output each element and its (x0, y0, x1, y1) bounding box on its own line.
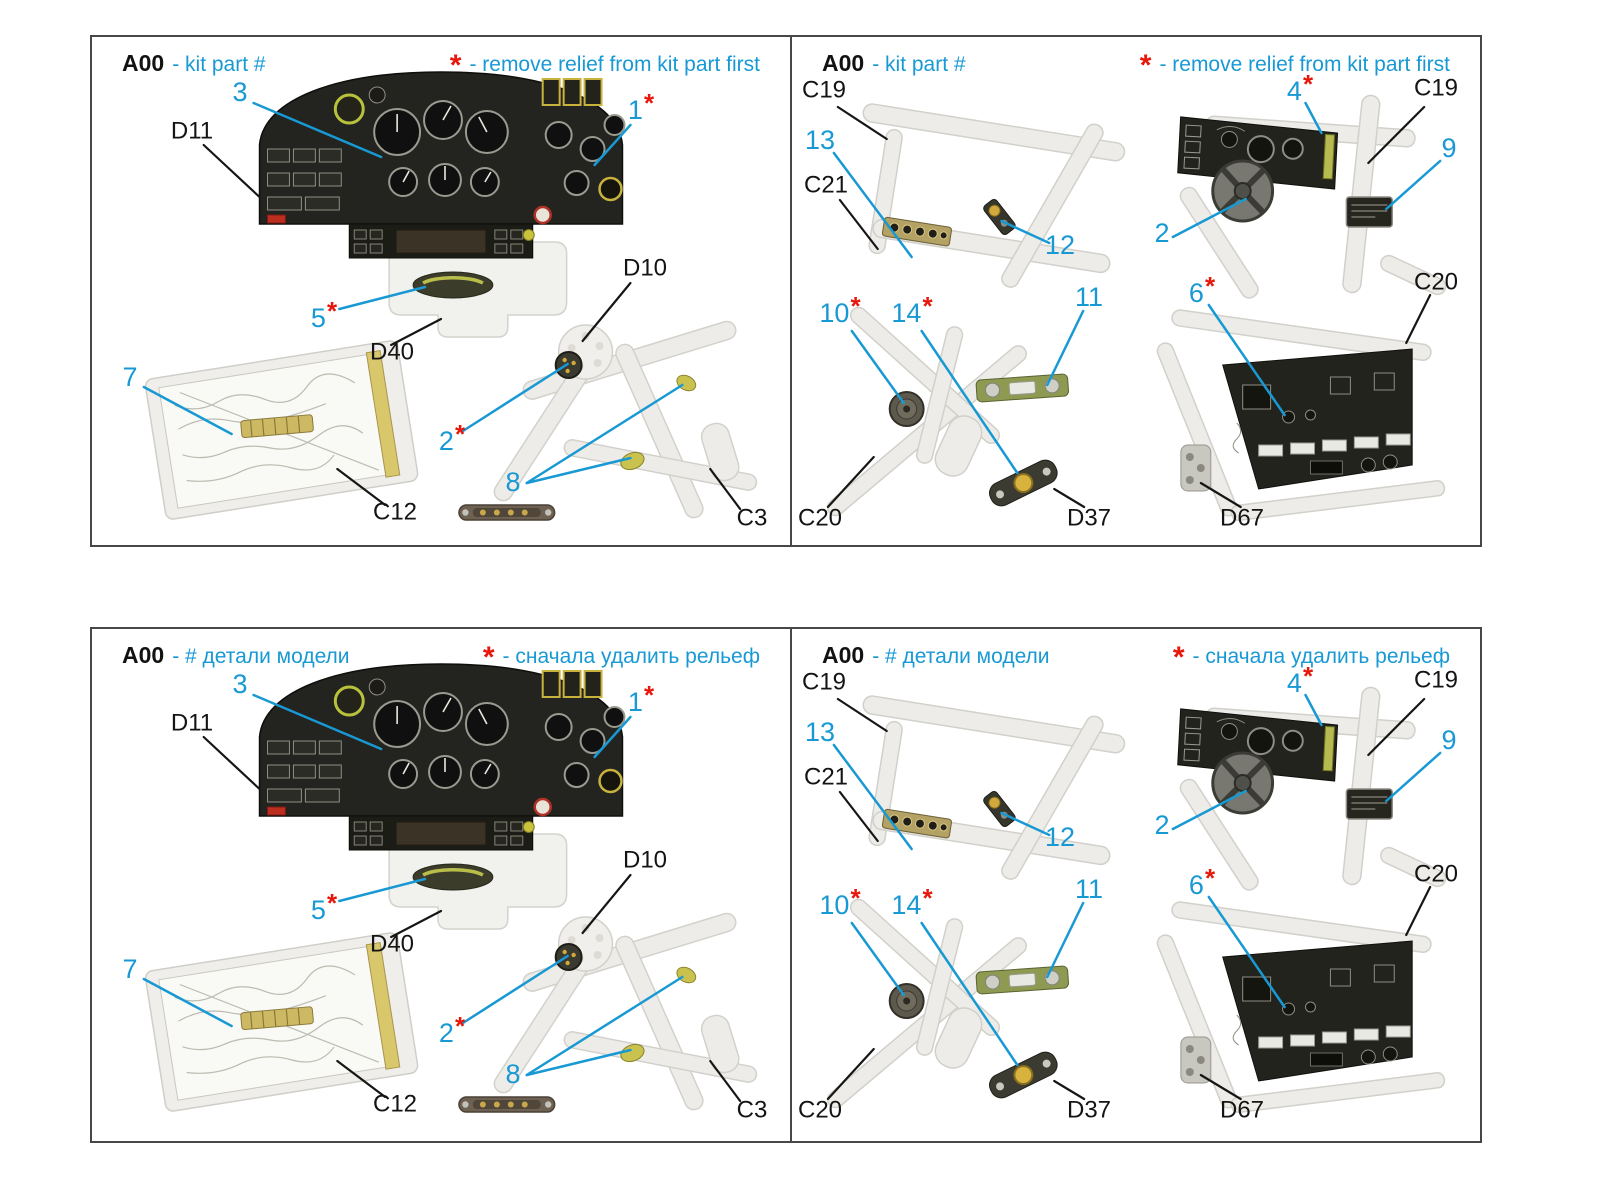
kit-part-legend: A00 - # детали модели (122, 642, 350, 669)
panel-sprues-russian: A00 - # детали модели * - сначала удалит… (792, 629, 1480, 1141)
asterisk-note: - remove relief from kit part first (469, 53, 760, 76)
kit-part-legend: A00 - kit part # (122, 50, 266, 77)
part-ref-note: - # детали модели (872, 645, 1050, 668)
asterisk-note: - сначала удалить рельеф (1192, 645, 1450, 668)
asterisk-icon: * (1139, 49, 1152, 82)
part-ref: A00 (122, 50, 165, 76)
instruction-row-english: A00 - kit part # * - remove relief from … (90, 35, 1482, 547)
asterisk-icon: * (1172, 641, 1185, 674)
asterisk-icon: * (449, 49, 462, 82)
asterisk-note: - сначала удалить рельеф (502, 645, 760, 668)
asterisk-legend: * - сначала удалить рельеф (482, 641, 760, 674)
asterisk-legend: * - сначала удалить рельеф (1172, 641, 1450, 674)
panel-header: A00 - kit part # * - remove relief from … (792, 49, 1480, 82)
panel-header: A00 - kit part # * - remove relief from … (92, 49, 790, 82)
sprues-illustration (792, 37, 1480, 545)
asterisk-legend: * - remove relief from kit part first (449, 49, 760, 82)
panel-cockpit-russian: A00 - # детали модели * - сначала удалит… (92, 629, 792, 1141)
asterisk-icon: * (482, 641, 495, 674)
panel-sprues-english: A00 - kit part # * - remove relief from … (792, 37, 1480, 545)
asterisk-legend: * - remove relief from kit part first (1139, 49, 1450, 82)
cockpit-illustration (142, 662, 760, 1115)
sprues-illustration (792, 629, 1480, 1141)
part-ref-note: - kit part # (172, 53, 266, 76)
kit-part-legend: A00 - # детали модели (822, 642, 1050, 669)
panel-cockpit-english: A00 - kit part # * - remove relief from … (92, 37, 792, 545)
part-ref-note: - kit part # (872, 53, 966, 76)
instruction-row-russian: A00 - # детали модели * - сначала удалит… (90, 627, 1482, 1143)
part-ref: A00 (122, 642, 165, 668)
panel-header: A00 - # детали модели * - сначала удалит… (92, 641, 790, 674)
part-ref: A00 (822, 642, 865, 668)
part-ref: A00 (822, 50, 865, 76)
panel-header: A00 - # детали модели * - сначала удалит… (792, 641, 1480, 674)
part-ref-note: - # детали модели (172, 645, 350, 668)
asterisk-note: - remove relief from kit part first (1159, 53, 1450, 76)
cockpit-illustration (142, 70, 760, 523)
kit-part-legend: A00 - kit part # (822, 50, 966, 77)
